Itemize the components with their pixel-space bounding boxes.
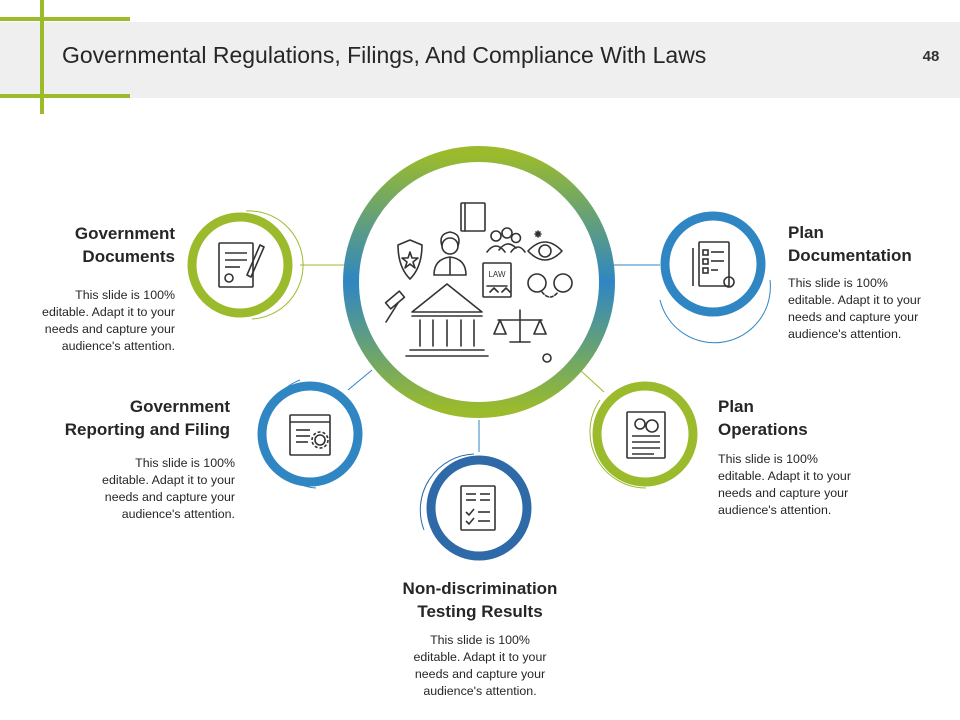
item-government-reporting-filing bbox=[257, 379, 363, 489]
body-line: This slide is 100% bbox=[788, 276, 888, 290]
body-line: needs and capture your bbox=[414, 667, 546, 681]
body-line: audience's attention. bbox=[423, 684, 537, 698]
body-line: This slide is 100% bbox=[718, 452, 818, 466]
slide-number: 48 bbox=[922, 48, 940, 65]
body-line: editable. Adapt it to your bbox=[788, 293, 921, 307]
item-body-non-discrimination: This slide is 100% editable. Adapt it to… bbox=[380, 632, 580, 700]
body-line: This slide is 100% bbox=[135, 456, 235, 470]
body-line: needs and capture your bbox=[104, 490, 235, 504]
title-line: Non-discrimination bbox=[402, 579, 558, 598]
header-band bbox=[0, 22, 960, 98]
body-line: This slide is 100% bbox=[430, 633, 530, 647]
item-title-plan-documentation: Plan Documentation bbox=[788, 221, 912, 267]
title-line: Plan bbox=[718, 397, 754, 416]
title-line: Operations bbox=[718, 420, 808, 439]
connector-lines bbox=[300, 264, 660, 452]
body-line: audience's attention. bbox=[718, 503, 832, 517]
body-line: audience's attention. bbox=[61, 339, 175, 353]
browser-settings-icon bbox=[289, 414, 331, 456]
body-line: editable. Adapt it to your bbox=[413, 650, 547, 664]
item-body-government-documents: This slide is 100% editable. Adapt it to… bbox=[42, 287, 175, 355]
body-line: editable. Adapt it to your bbox=[102, 473, 235, 487]
title-line: Documents bbox=[82, 247, 175, 266]
document-gears-icon bbox=[626, 411, 666, 459]
title-line: Plan bbox=[788, 223, 824, 242]
item-plan-operations bbox=[589, 381, 698, 489]
item-plan-documentation bbox=[659, 211, 771, 344]
item-title-plan-operations: Plan Operations bbox=[718, 395, 808, 441]
slide-title: Governmental Regulations, Filings, And C… bbox=[62, 42, 707, 68]
accent-horizontal-line-bottom bbox=[0, 94, 130, 98]
item-body-plan-documentation: This slide is 100% editable. Adapt it to… bbox=[788, 275, 921, 343]
body-line: editable. Adapt it to your bbox=[718, 469, 851, 483]
title-line: Reporting and Filing bbox=[64, 420, 230, 439]
body-line: needs and capture your bbox=[44, 322, 175, 336]
item-government-documents bbox=[187, 210, 304, 320]
clipboard-checklist-gear-icon bbox=[692, 241, 735, 288]
item-title-non-discrimination: Non-discrimination Testing Results bbox=[380, 577, 580, 623]
title-line: Testing Results bbox=[417, 602, 543, 621]
item-body-government-reporting: This slide is 100% editable. Adapt it to… bbox=[102, 455, 235, 523]
body-line: needs and capture your bbox=[718, 486, 849, 500]
body-line: editable. Adapt it to your bbox=[42, 305, 175, 319]
law-and-justice-icon-cluster bbox=[384, 202, 573, 363]
body-line: This slide is 100% bbox=[75, 288, 175, 302]
signed-document-icon bbox=[218, 242, 265, 288]
body-line: audience's attention. bbox=[788, 327, 902, 341]
item-non-discrimination bbox=[419, 453, 532, 561]
accent-vertical-line bbox=[40, 0, 44, 114]
accent-horizontal-line-top bbox=[0, 17, 130, 21]
item-body-plan-operations: This slide is 100% editable. Adapt it to… bbox=[718, 451, 851, 519]
item-title-government-reporting: Government Reporting and Filing bbox=[65, 395, 230, 441]
body-line: audience's attention. bbox=[121, 507, 235, 521]
center-hub bbox=[343, 146, 615, 418]
body-line: needs and capture your bbox=[788, 310, 919, 324]
title-line: Documentation bbox=[788, 246, 912, 265]
checklist-document-icon bbox=[460, 485, 496, 531]
title-line: Government bbox=[129, 397, 230, 416]
item-title-government-documents: Government Documents bbox=[75, 222, 175, 268]
title-line: Government bbox=[74, 224, 175, 243]
